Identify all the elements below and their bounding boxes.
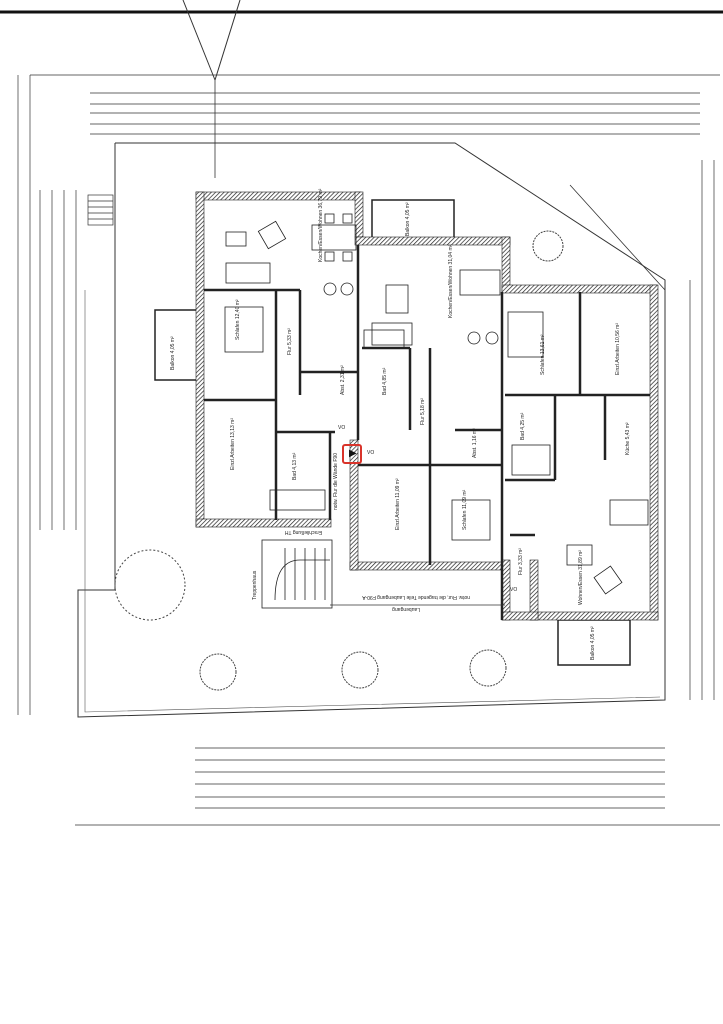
corridor-label: notw. Flur dle Wände F90: [333, 453, 339, 510]
arrow-icon: ▶: [349, 448, 357, 459]
dimension-lines-bottom: [75, 747, 720, 826]
room-label: Kochen/Essen/Wohnen 36,79 m²: [318, 188, 324, 262]
room-label: Flur 3,33 m²: [518, 548, 524, 575]
room-label: Flur 5,18 m²: [420, 398, 426, 425]
room-label: Wohnen/Essen 31,89 m²: [578, 550, 584, 605]
room-label: Bad 4,25 m²: [520, 412, 526, 440]
room-label: Schlafen 13,61 m²: [540, 334, 546, 375]
gallery-label: notw. Flur, die tragende Teile Laubengan…: [362, 594, 470, 600]
room-label: Schlafen 12,40 m²: [235, 299, 241, 340]
room-label: Bad 4,85 m²: [382, 367, 388, 395]
room-label: Balkon 4,05 m²: [405, 202, 411, 236]
staircase: [261, 539, 333, 609]
room-label: Einzl.Arbeiten 11,09 m²: [395, 478, 401, 530]
stairs-label: Treppenhaus: [252, 570, 258, 600]
vo-label: VO: [510, 587, 518, 593]
dimension-lines-top: [30, 74, 720, 135]
laubengang-label: Laubengang: [392, 606, 420, 612]
walls: [195, 191, 659, 621]
dimension-lines-right: [689, 160, 715, 700]
room-label: Einzl.Arbeiten 10,56 m²: [615, 323, 621, 375]
room-label: Bad 4,13 m²: [292, 452, 298, 480]
room-label: Abst. 2,31 m²: [340, 365, 346, 395]
interior-walls: [204, 245, 650, 620]
dimension-lines-left: [17, 75, 77, 715]
vo-label: VO: [367, 450, 375, 456]
room-label: Abst. 1,16 m²: [472, 428, 478, 458]
room-label: Küche 5,43 m²: [625, 422, 631, 455]
room-label: Schlafen 11,09 m²: [462, 489, 468, 530]
room-label: Balkon 4,05 m²: [170, 336, 176, 370]
vo-label: VO: [338, 425, 346, 431]
location-marker[interactable]: ▶: [342, 444, 362, 464]
room-label: Flur 5,33 m²: [287, 328, 293, 355]
room-label: Einzl.Arbeiten 13,13 m²: [230, 418, 236, 470]
room-label: Kochen/Essen/Wohnen 31,04 m²: [448, 244, 454, 318]
room-label: Balkon 4,05 m²: [590, 626, 596, 660]
entrance-label: Erschließung TH: [284, 529, 322, 535]
tree-symbols: [114, 230, 564, 691]
furniture: [224, 213, 649, 595]
plot-boundary: [77, 142, 666, 718]
